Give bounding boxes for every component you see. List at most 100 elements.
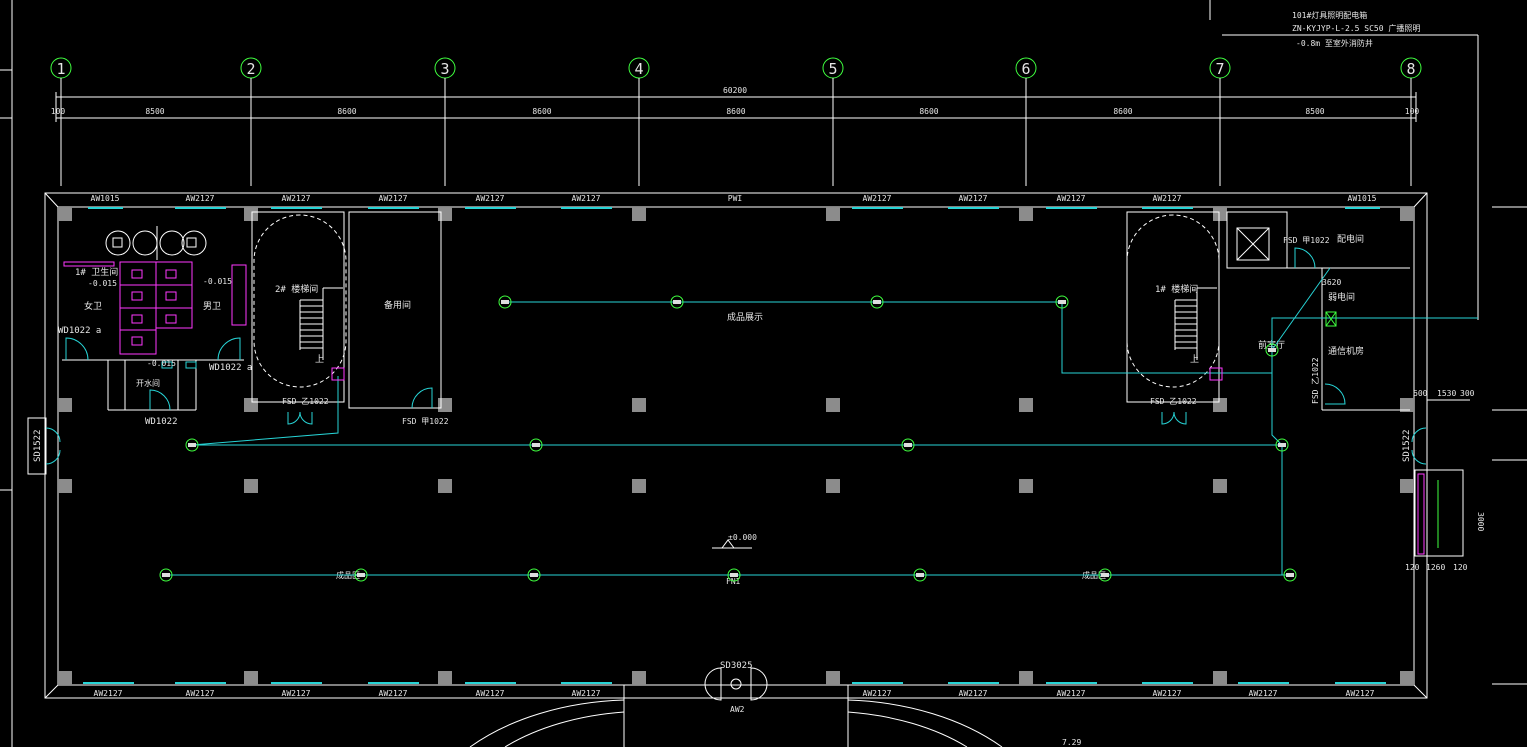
dim-span-2: 8600: [337, 107, 356, 116]
axis-bubbles: 1 2 3 4 5 6 7 8: [50, 57, 1422, 186]
female-toilet-label: 女卫: [84, 300, 102, 312]
window-label: AW2127: [1057, 194, 1086, 203]
dim-span-7: 8500: [1305, 107, 1324, 116]
svg-text:4: 4: [634, 60, 643, 78]
axis-7-bubble: 7: [1209, 57, 1231, 186]
svg-text:7: 7: [1215, 60, 1224, 78]
male-level: -0.015: [203, 277, 232, 286]
svg-text:6: 6: [1021, 60, 1030, 78]
door-wd-bottom: WD1022: [145, 417, 178, 427]
light-fixtures: [159, 295, 1337, 582]
window-label: AW2127: [959, 689, 988, 698]
note-line-2: ZN-KYJYP-L-2.5 SC50 广播照明: [1292, 23, 1420, 33]
spare-room: 备用间 FSD 甲1022: [348, 211, 449, 426]
stair-2: 2# 楼梯间 上 FSD 乙1022: [251, 211, 347, 425]
comm-room-label: 通信机房: [1328, 345, 1364, 357]
dim-span-3: 8600: [532, 107, 551, 116]
dim-total: 60200: [723, 86, 747, 95]
toilet-1-label: 1# 卫生间: [75, 266, 118, 278]
door-fsd-stair1: FSD 乙1022: [1150, 397, 1197, 406]
window-label: AW2127: [186, 689, 215, 698]
small-label: FNI: [726, 577, 741, 586]
dim-span-6: 8600: [1113, 107, 1132, 116]
top-annotation: 101#灯具照明配电箱 ZN-KYJYP-L-2.5 SC50 广播照明 -0.…: [1209, 0, 1479, 320]
building-outline: [44, 192, 1428, 699]
axis-3-bubble: 3: [434, 57, 456, 186]
stair-2-label: 2# 楼梯间: [275, 283, 318, 295]
right-annex: 600 1530 300 120 1260 120 3000: [1405, 206, 1527, 685]
door-wd-left-b: WD1022 a: [209, 363, 252, 373]
stair-1-label: 1# 楼梯间: [1155, 283, 1198, 295]
door-aw-main: AW2: [730, 705, 745, 714]
door-fsd-spare: FSD 甲1022: [402, 417, 449, 426]
axis-6-bubble: 6: [1015, 57, 1037, 186]
window-labels-top: AW1015 AW2127 AW2127 AW2127 AW2127 AW212…: [91, 194, 1377, 203]
male-toilet-label: 男卫: [203, 301, 221, 312]
window-label: AW2127: [1153, 194, 1182, 203]
window-label: AW1015: [1348, 194, 1377, 203]
right-dim-e: 1260: [1426, 563, 1445, 572]
window-label: AW2127: [476, 194, 505, 203]
dim-span-1: 8500: [145, 107, 164, 116]
water-room-label: 开水间: [136, 378, 160, 388]
floor-level-marker: ±0.000 成品区 成品区 FNI: [336, 533, 1106, 586]
right-dim-c: 300: [1460, 389, 1475, 398]
axis-5-bubble: 5: [822, 57, 844, 186]
stair-2-up: 上: [315, 354, 324, 365]
window-label: PWI: [728, 194, 743, 203]
side-doors: SD1522 SD1522: [27, 417, 1427, 475]
svg-text:1: 1: [56, 60, 65, 78]
door-fsd-sub: FSD 甲1022: [1283, 236, 1330, 245]
dimension-lines: 60200 100 8500 8600 8600 8600 8600 8600 …: [51, 86, 1420, 122]
level-mark-sub: 3620: [1322, 278, 1341, 287]
floor-level-text: ±0.000: [728, 533, 757, 542]
dim-span-4: 8600: [726, 107, 745, 116]
substation-label: 配电间: [1337, 233, 1364, 245]
weak-current-label: 弱电间: [1328, 291, 1355, 303]
dim-right-edge: 100: [1405, 107, 1420, 116]
door-wd-left-a: WD1022 a: [58, 326, 101, 336]
window-label: AW2127: [959, 194, 988, 203]
right-dim-a: 600: [1413, 389, 1428, 398]
axis-1-bubble: 1: [50, 57, 72, 186]
window-label: AW2127: [1346, 689, 1375, 698]
window-label: AW2127: [282, 689, 311, 698]
note-line-1: 101#灯具照明配电箱: [1292, 10, 1367, 20]
right-dim-f: 120: [1453, 563, 1468, 572]
window-label: AW2127: [379, 689, 408, 698]
door-fsd-stair2: FSD 乙1022: [282, 397, 329, 406]
spare-room-label: 备用间: [384, 299, 411, 311]
window-label: AW2127: [1153, 689, 1182, 698]
door-sd-left: SD1522: [33, 429, 43, 462]
svg-text:8: 8: [1406, 60, 1415, 78]
window-label: AW2127: [572, 689, 601, 698]
window-label: AW2127: [1249, 689, 1278, 698]
note-line-3: -0.8m 至室外消防井: [1296, 38, 1373, 48]
stair-1-up: 上: [1190, 354, 1199, 365]
window-label: AW2127: [1057, 689, 1086, 698]
window-label: AW2127: [476, 689, 505, 698]
right-dim-d: 120: [1405, 563, 1420, 572]
window-label: AW2127: [282, 194, 311, 203]
dim-left-edge: 100: [51, 107, 66, 116]
toilet-block: 1# 卫生间 -0.015 女卫 男卫 -0.015 -0.015 开水间 WD…: [58, 226, 252, 427]
window-label: AW1015: [91, 194, 120, 203]
window-label: AW2127: [379, 194, 408, 203]
svg-text:5: 5: [828, 60, 837, 78]
door-sd-main: SD3025: [720, 661, 753, 671]
window-labels-bottom: AW2127 AW2127 AW2127 AW2127 AW2127 AW212…: [94, 689, 1375, 698]
svg-text:2: 2: [246, 60, 255, 78]
axis-2-bubble: 2: [240, 57, 262, 186]
right-dim-g: 3000: [1476, 512, 1485, 531]
main-entrance: SD3025 AW2 7.29: [469, 661, 1081, 747]
water-level: -0.015: [147, 359, 176, 368]
service-rooms: 配电间 弱电间 通信机房 前室厅 FSD 甲1022 FSD 乙1022 362…: [1226, 211, 1410, 411]
door-sd-right: SD1522: [1402, 429, 1412, 462]
window-label: AW2127: [863, 194, 892, 203]
axis-4-bubble: 4: [628, 57, 650, 186]
window-marks: [83, 207, 1386, 684]
right-dim-b: 1530: [1437, 389, 1456, 398]
dim-span-5: 8600: [919, 107, 938, 116]
window-label: AW2127: [94, 689, 123, 698]
